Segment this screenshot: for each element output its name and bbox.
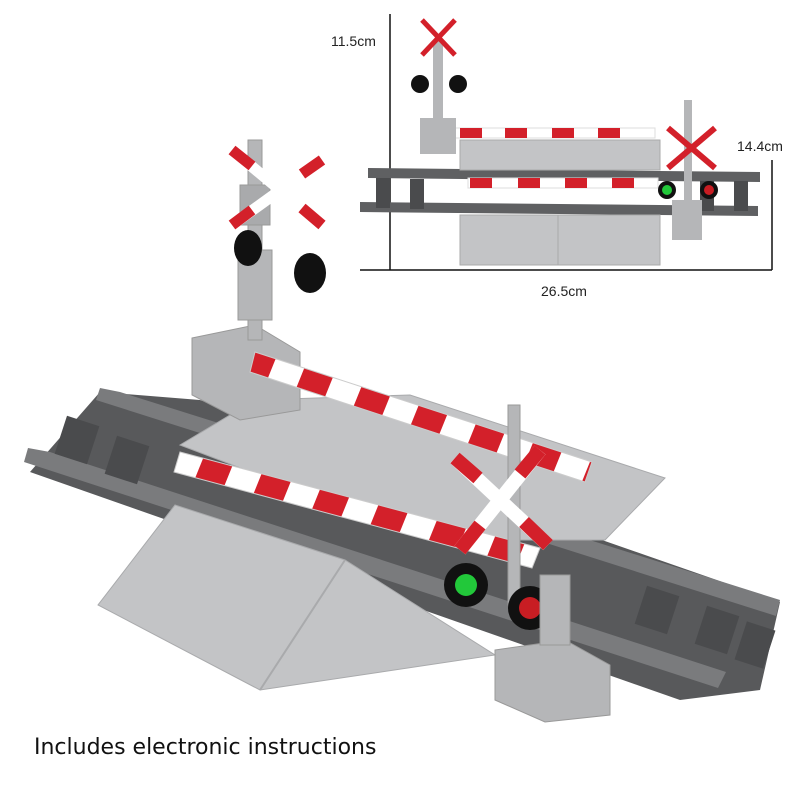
inset-photo <box>360 14 773 271</box>
inset-barrier-back <box>454 127 656 139</box>
dimension-label-depth: 14.4cm <box>737 138 783 154</box>
inset-signal-post-right <box>658 100 718 240</box>
crossbuck-left <box>228 145 326 230</box>
main-model <box>24 139 780 723</box>
signal-post-left <box>228 139 326 341</box>
inset-barrier-front <box>467 177 659 189</box>
signal-lamp-left-front <box>294 253 326 293</box>
inset-plate-front <box>459 214 661 266</box>
dimension-label-height: 11.5cm <box>331 33 376 49</box>
barrier-arm-back <box>249 351 593 483</box>
dimension-label-width: 26.5cm <box>541 283 587 299</box>
crossing-plate-back <box>178 394 666 541</box>
crossing-plate-front <box>97 504 497 691</box>
barrier-arm-front <box>173 451 541 569</box>
inset-plate-back <box>459 139 661 171</box>
inset-track <box>360 168 760 216</box>
inset-signal-post-left <box>411 18 467 154</box>
signal-post-right <box>444 404 611 723</box>
signal-lamp-left-back <box>234 230 262 266</box>
crossbuck-right <box>450 445 553 555</box>
caption-text: Includes electronic instructions <box>34 735 377 760</box>
